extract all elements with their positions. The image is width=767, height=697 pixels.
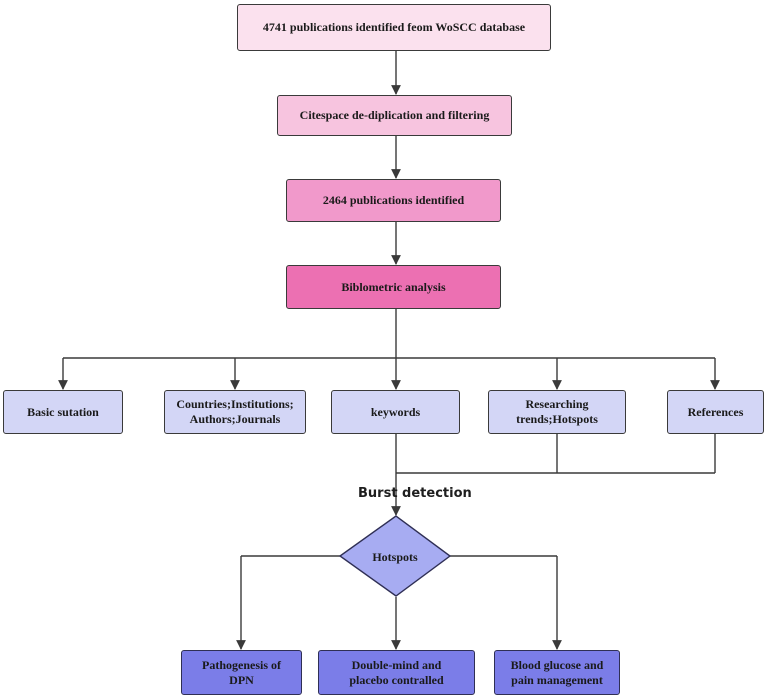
blood-glucose-box: Blood glucose and pain management bbox=[494, 650, 620, 695]
bibliometric-analysis-text: Biblometric analysis bbox=[341, 279, 446, 294]
keywords-box: keywords bbox=[331, 390, 460, 434]
blood-glucose-text-line1: Blood glucose and bbox=[510, 657, 604, 672]
research-trends-box: Researching trends;Hotspots bbox=[488, 390, 626, 434]
double-blind-text-line1: Double-mind and bbox=[351, 657, 442, 672]
basic-situation-box: Basic sutation bbox=[3, 390, 123, 434]
deduplication-text: Citespace de-diplication and filtering bbox=[299, 108, 490, 122]
identified-publications-box: 4741 publications identified feom WoSCC … bbox=[237, 4, 551, 51]
pathogenesis-text-line1: Pathogenesis of bbox=[202, 657, 281, 672]
deduplication-box: Citespace de-diplication and filtering bbox=[277, 95, 512, 136]
double-blind-box: Double-mind and placebo contralled bbox=[318, 650, 475, 695]
basic-situation-text: Basic sutation bbox=[27, 404, 99, 419]
hotspots-diamond bbox=[338, 515, 452, 597]
filtered-publications-box: 2464 publications identified bbox=[286, 179, 501, 222]
countries-box: Countries;Institutions; Authors;Journals bbox=[164, 390, 306, 434]
double-blind-text-line2: placebo contralled bbox=[349, 672, 444, 687]
bibliometric-analysis-box: Biblometric analysis bbox=[286, 265, 501, 309]
countries-text-line2: Authors;Journals bbox=[189, 412, 281, 426]
blood-glucose-text-line2: pain management bbox=[511, 672, 603, 687]
hotspots-label: Hotspots bbox=[372, 549, 418, 564]
identified-publications-text: 4741 publications identified feom WoSCC … bbox=[262, 20, 526, 34]
research-trends-text-line2: trends;Hotspots bbox=[516, 412, 598, 426]
pathogenesis-text-line2: DPN bbox=[229, 672, 254, 687]
pathogenesis-box: Pathogenesis of DPN bbox=[181, 650, 302, 695]
filtered-publications-text: 2464 publications identified bbox=[322, 193, 465, 207]
countries-text-line1: Countries;Institutions; bbox=[176, 397, 294, 411]
burst-detection-label: Burst detection bbox=[358, 486, 472, 501]
research-trends-text-line1: Researching bbox=[525, 397, 589, 411]
references-text: References bbox=[687, 404, 744, 419]
references-box: References bbox=[667, 390, 764, 434]
keywords-text: keywords bbox=[370, 404, 421, 419]
